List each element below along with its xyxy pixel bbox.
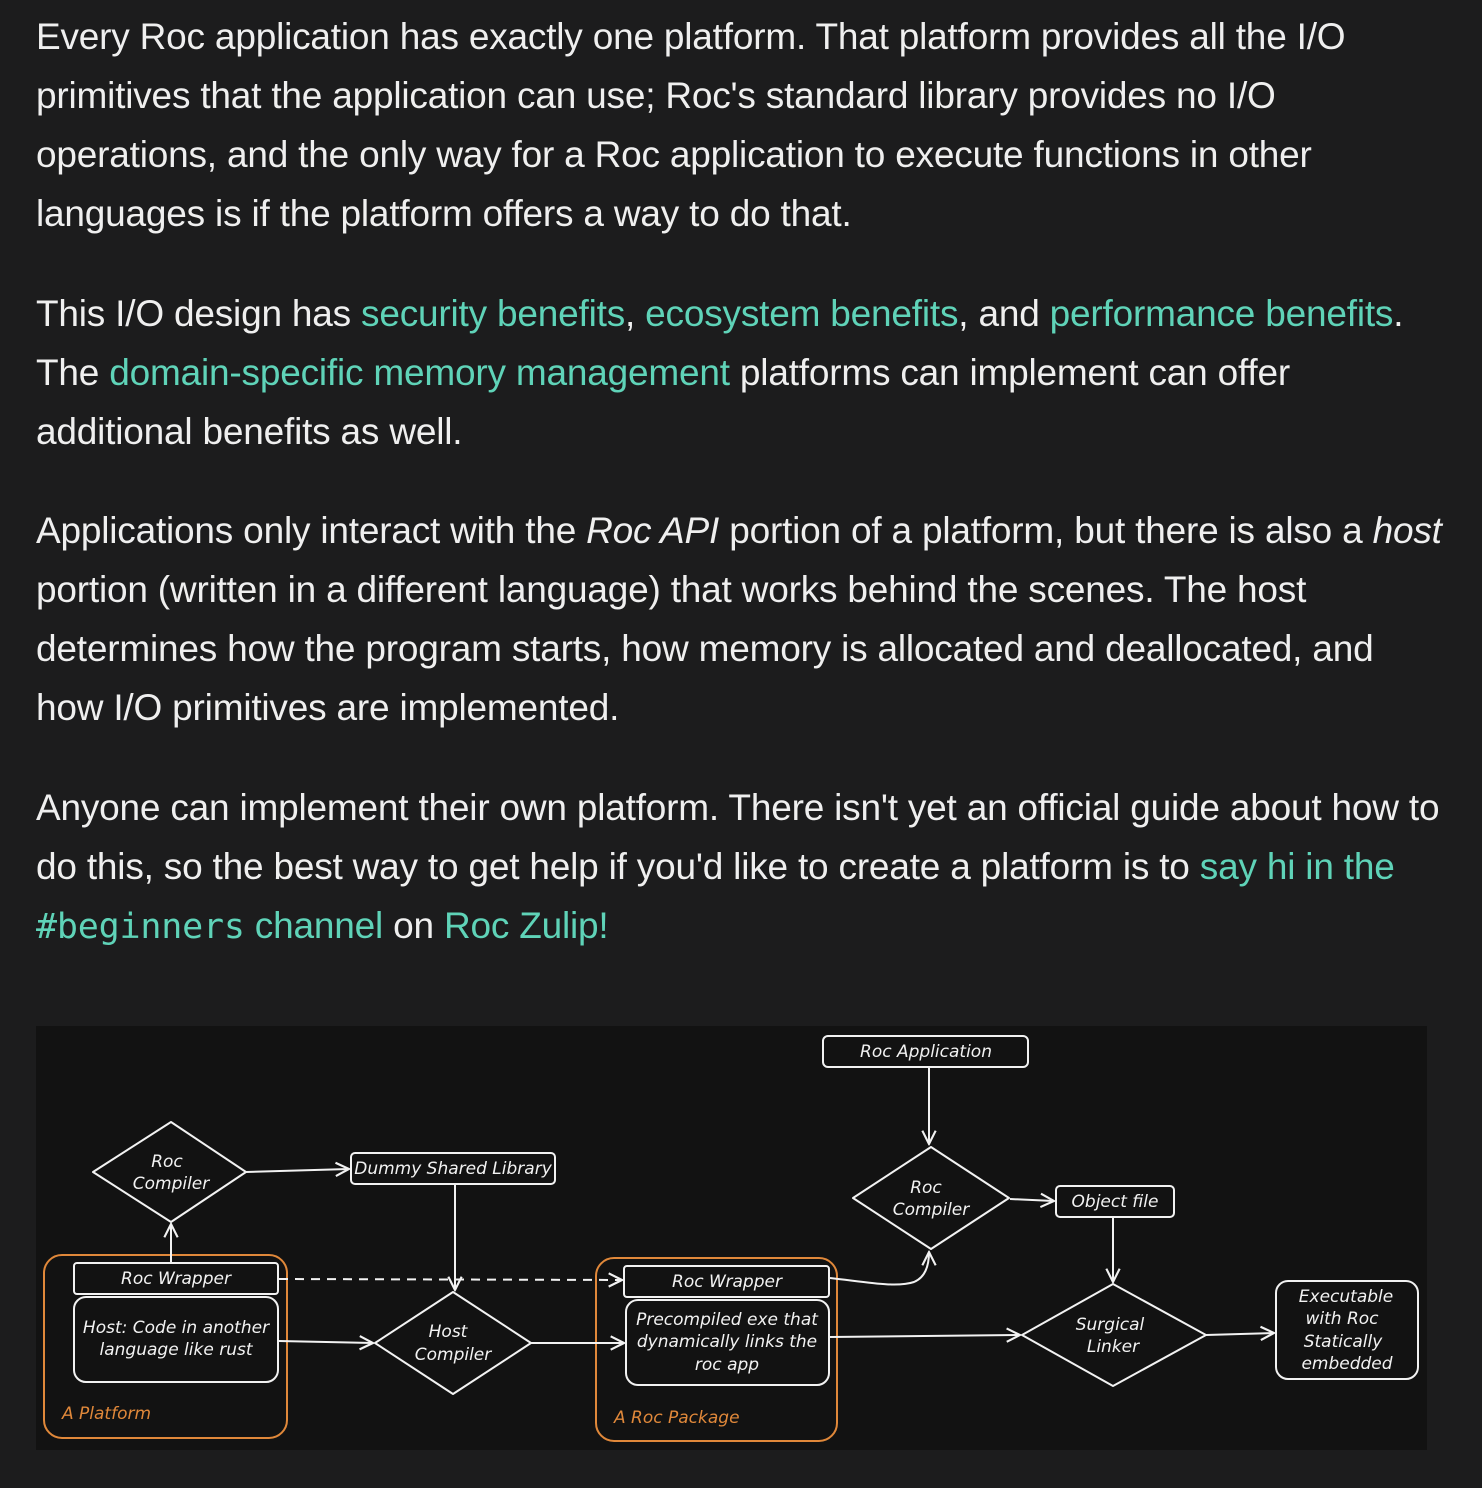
text-fragment: Anyone can implement their own platform.… — [36, 787, 1440, 887]
inline-code-beginners: #beginners — [36, 907, 245, 947]
text-fragment: on — [383, 905, 444, 946]
executable-label-3: Statically — [1304, 1332, 1383, 1352]
text-fragment: portion of a platform, but there is also… — [719, 510, 1373, 551]
text-fragment: portion (written in a different language… — [36, 569, 1374, 728]
link-text: channel — [244, 905, 384, 946]
emphasis-host: host — [1372, 510, 1442, 551]
executable-label-1: Executable — [1299, 1287, 1393, 1307]
paragraph-implement-platform: Anyone can implement their own platform.… — [36, 778, 1446, 957]
text-fragment: Applications only interact with the — [36, 510, 587, 551]
arrow-precompiled-to-linker — [829, 1335, 1020, 1337]
dashed-wrapper-link — [278, 1279, 622, 1280]
paragraph-roc-api-host: Applications only interact with the Roc … — [36, 501, 1446, 737]
precompiled-exe-box — [625, 1299, 830, 1386]
platform-diagram-svg: Roc Application Roc Compiler Dummy Share… — [43, 1035, 1419, 1442]
roc-compiler-right-diamond — [852, 1146, 1010, 1250]
object-file-label: Object file — [1072, 1192, 1159, 1212]
surgical-linker-label-2: Linker — [1087, 1337, 1140, 1357]
link-security-benefits[interactable]: security benefits — [361, 293, 625, 334]
executable-label-4: embedded — [1301, 1354, 1392, 1374]
object-file-box — [1055, 1185, 1175, 1218]
paragraph-io-design: This I/O design has security benefits, e… — [36, 284, 1446, 461]
platform-group-border — [43, 1254, 288, 1439]
host-label-1: Host: Code in another — [83, 1318, 270, 1338]
link-ecosystem-benefits[interactable]: ecosystem benefits — [645, 293, 959, 334]
arrow-linker-to-executable — [1205, 1333, 1274, 1335]
roc-application-box — [822, 1035, 1029, 1068]
arrow-wrapper-to-roc-compiler — [829, 1252, 929, 1286]
roc-wrapper-right-label: Roc Wrapper — [672, 1272, 783, 1292]
link-performance-benefits[interactable]: performance benefits — [1049, 293, 1394, 334]
paragraph-platform-intro: Every Roc application has exactly one pl… — [36, 16, 1346, 234]
package-group-label: A Roc Package — [613, 1408, 740, 1428]
roc-wrapper-left-label: Roc Wrapper — [121, 1269, 232, 1289]
host-compiler-label-2: Compiler — [415, 1345, 493, 1365]
roc-compiler-right-label-2: Compiler — [893, 1200, 971, 1220]
host-compiler-label-1: Host — [429, 1322, 469, 1342]
surgical-linker-diamond — [1021, 1283, 1207, 1387]
host-box — [73, 1296, 279, 1383]
roc-wrapper-right-box — [623, 1265, 830, 1298]
roc-wrapper-left-box — [73, 1262, 279, 1295]
text-fragment: , and — [958, 293, 1050, 334]
host-compiler-diamond — [374, 1291, 532, 1395]
roc-compiler-right-label-1: Roc — [910, 1178, 942, 1198]
arrow-compiler-to-dummy — [245, 1169, 349, 1172]
emphasis-roc-api: Roc API — [586, 510, 720, 551]
arrow-compiler-to-object-file — [1009, 1199, 1054, 1201]
roc-application-label: Roc Application — [860, 1042, 992, 1062]
dummy-shared-library-box — [350, 1152, 556, 1185]
link-say-hi-beginners[interactable]: say hi in the #beginners channel — [36, 846, 1395, 947]
precompiled-label-2: dynamically links the — [637, 1332, 817, 1352]
host-label-2: language like rust — [100, 1340, 254, 1360]
platform-group-label: A Platform — [61, 1404, 151, 1424]
text-fragment: . The — [36, 293, 1404, 393]
text-fragment: platforms can implement can offer additi… — [36, 352, 1290, 452]
executable-label-2: with Roc — [1305, 1309, 1379, 1329]
link-text: say hi in the — [1199, 846, 1395, 887]
roc-compiler-left-label-2: Compiler — [133, 1174, 211, 1194]
package-group-border — [595, 1257, 838, 1442]
executable-box — [1275, 1280, 1419, 1380]
text-fragment: This I/O design has — [36, 293, 362, 334]
roc-compiler-left-diamond — [92, 1121, 247, 1223]
text-fragment: , — [625, 293, 646, 334]
link-memory-management[interactable]: domain-specific memory management — [109, 352, 730, 393]
precompiled-label-1: Precompiled exe that — [636, 1310, 819, 1330]
platform-diagram: Roc Application Roc Compiler Dummy Share… — [36, 1026, 1427, 1450]
dummy-shared-library-label: Dummy Shared Library — [354, 1159, 552, 1179]
arrow-host-to-host-compiler — [278, 1341, 373, 1343]
roc-compiler-left-label-1: Roc — [151, 1152, 183, 1172]
precompiled-label-3: roc app — [695, 1355, 759, 1375]
link-roc-zulip[interactable]: Roc Zulip! — [443, 905, 609, 946]
surgical-linker-label-1: Surgical — [1076, 1315, 1145, 1335]
